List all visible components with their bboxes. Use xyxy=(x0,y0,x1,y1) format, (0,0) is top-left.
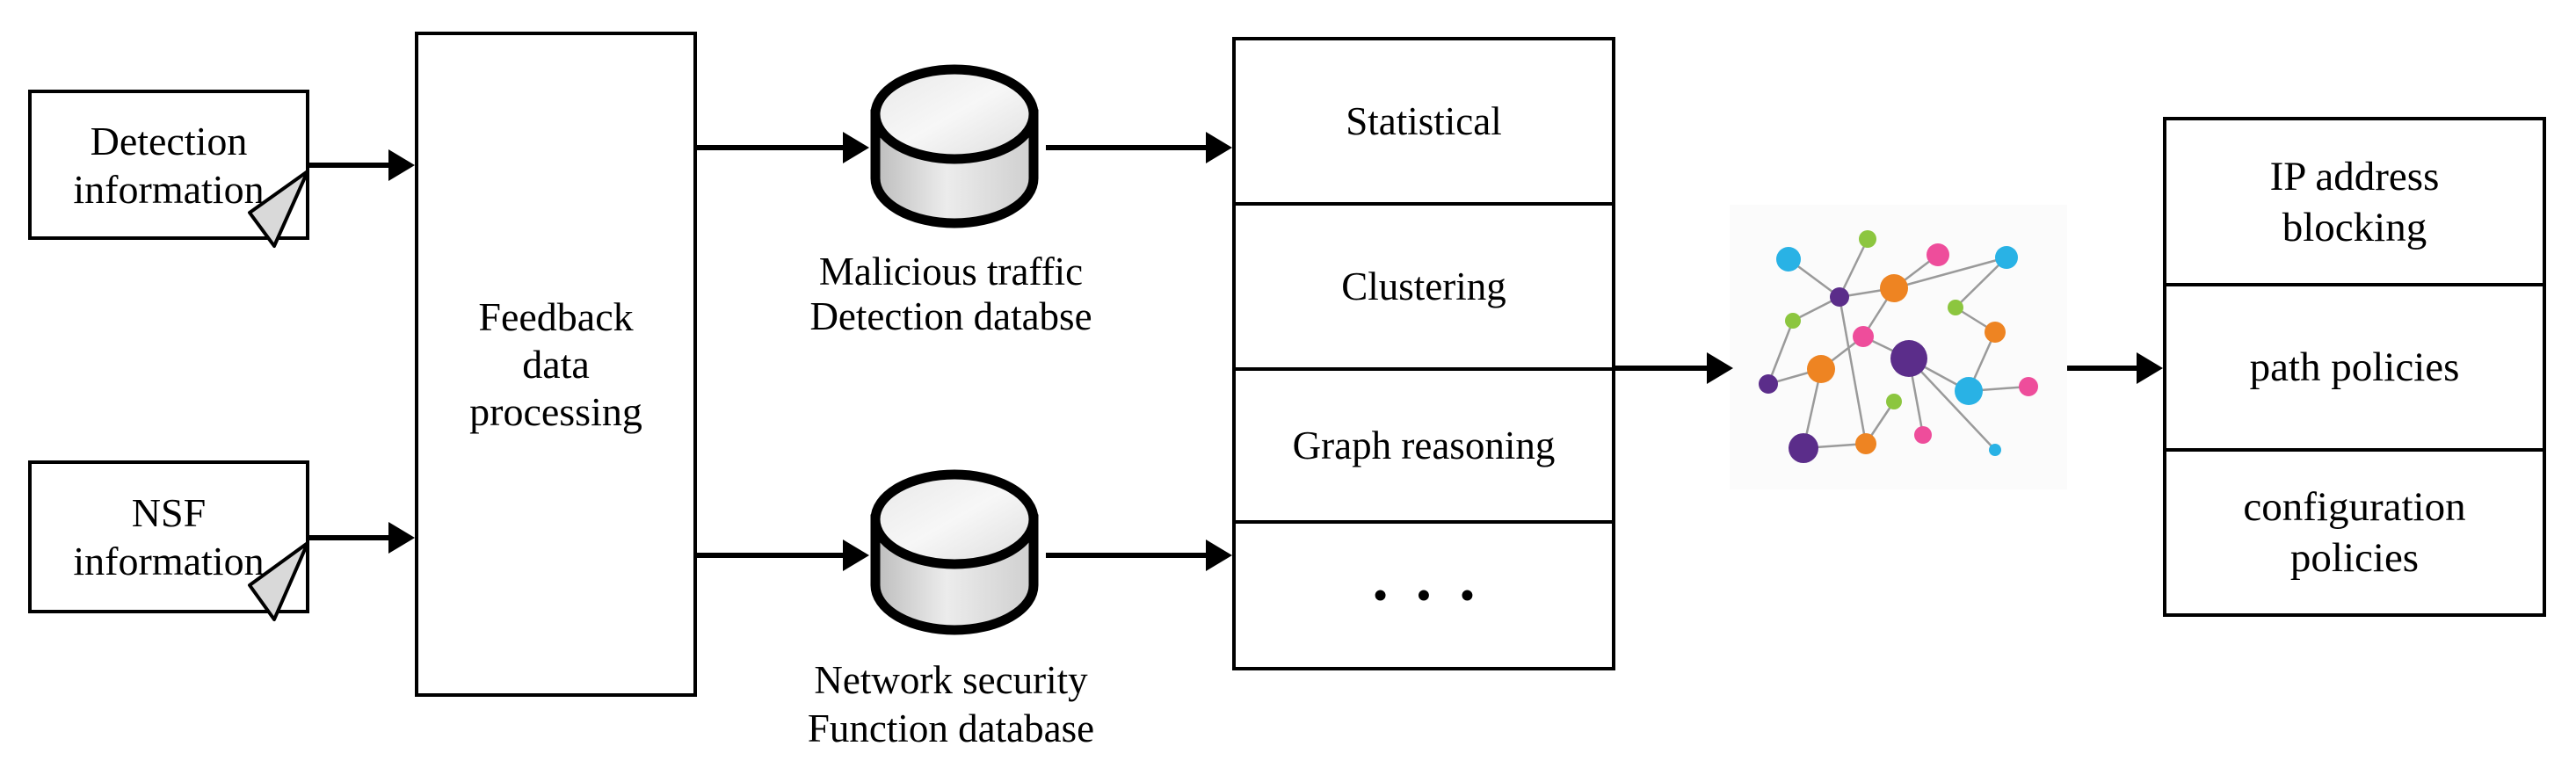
network-security-database-icon xyxy=(870,469,1039,635)
malicious-traffic-database-icon xyxy=(870,64,1039,228)
method-label: Statistical xyxy=(1346,99,1502,143)
policy-label: blocking xyxy=(2282,204,2427,250)
graph-node-purple xyxy=(1890,340,1927,377)
network-db-label-line1: Network security xyxy=(814,658,1088,702)
policies-box: IP address blocking path policies config… xyxy=(2163,117,2546,617)
feedback-data-processing-box: Feedback data processing xyxy=(415,32,697,697)
malicious-db-label-line2: Detection databse xyxy=(809,294,1092,338)
graph-node-green xyxy=(1859,230,1876,248)
graph-edge xyxy=(1893,256,2007,290)
graph-node-purple xyxy=(1830,287,1849,307)
feedback-box-label-line2: data xyxy=(522,341,590,387)
graph-node-pink xyxy=(1927,243,1949,266)
document-shape-icon xyxy=(28,460,309,621)
graph-node-green xyxy=(1948,300,1963,315)
network-graph-image xyxy=(1730,205,2067,489)
policy-label: IP address xyxy=(2269,153,2440,199)
method-label: Graph reasoning xyxy=(1292,424,1556,467)
policy-label: configuration xyxy=(2243,484,2466,530)
detection-doc-label-line2: information xyxy=(73,166,265,212)
document-shape-icon xyxy=(28,90,309,248)
policy-row-ip-blocking: IP address blocking xyxy=(2166,120,2543,286)
method-row-statistical: Statistical xyxy=(1236,40,1612,206)
graph-node-orange xyxy=(1880,274,1908,302)
graph-node-green xyxy=(1886,394,1902,409)
graph-node-purple xyxy=(1789,433,1818,463)
graph-node-orange xyxy=(1985,322,2006,343)
graph-node-orange xyxy=(1855,433,1876,454)
graph-edge xyxy=(1767,320,1795,385)
graph-node-blue xyxy=(1989,444,2001,456)
method-label: Clustering xyxy=(1341,264,1506,308)
graph-edge xyxy=(1838,296,1868,445)
graph-node-blue xyxy=(1955,377,1983,405)
malicious-db-label-line1: Malicious traffic xyxy=(818,250,1084,293)
malicious-traffic-db-label: Malicious traffic Detection databse xyxy=(722,250,1179,339)
analysis-methods-box: Statistical Clustering Graph reasoning •… xyxy=(1232,37,1615,670)
network-graph-svg xyxy=(1759,230,2038,463)
network-db-label-line2: Function database xyxy=(807,706,1095,750)
graph-edge xyxy=(1908,358,1996,451)
method-row-ellipsis: ••• xyxy=(1236,524,1612,667)
method-row-clustering: Clustering xyxy=(1236,206,1612,371)
detection-information-document: Detection information xyxy=(28,90,309,248)
graph-node-green xyxy=(1785,313,1801,329)
policy-label: path policies xyxy=(2249,344,2460,390)
policy-label: policies xyxy=(2289,535,2420,581)
nsf-information-document: NSF information xyxy=(28,460,309,621)
feedback-box-label-line1: Feedback xyxy=(478,293,634,339)
policy-row-path-policies: path policies xyxy=(2166,286,2543,452)
graph-node-blue xyxy=(1995,246,2018,269)
graph-edge xyxy=(1838,238,1869,298)
ellipsis-dots: ••• xyxy=(1373,573,1505,617)
graph-node-purple xyxy=(1759,374,1778,394)
nsf-doc-label-line1: NSF xyxy=(131,490,207,535)
detection-doc-label-line1: Detection xyxy=(90,118,248,163)
method-row-graph-reasoning: Graph reasoning xyxy=(1236,371,1612,524)
graph-node-pink xyxy=(1914,426,1932,444)
graph-node-orange xyxy=(1807,355,1835,383)
graph-node-pink xyxy=(2019,377,2038,396)
policy-row-configuration: configuration policies xyxy=(2166,452,2543,613)
feedback-box-label-line3: processing xyxy=(469,388,642,434)
nsf-doc-label-line2: information xyxy=(73,539,265,583)
graph-edge xyxy=(1955,257,2007,308)
graph-node-blue xyxy=(1776,247,1801,272)
graph-node-pink xyxy=(1853,326,1874,347)
network-security-db-label: Network security Function database xyxy=(722,656,1179,753)
